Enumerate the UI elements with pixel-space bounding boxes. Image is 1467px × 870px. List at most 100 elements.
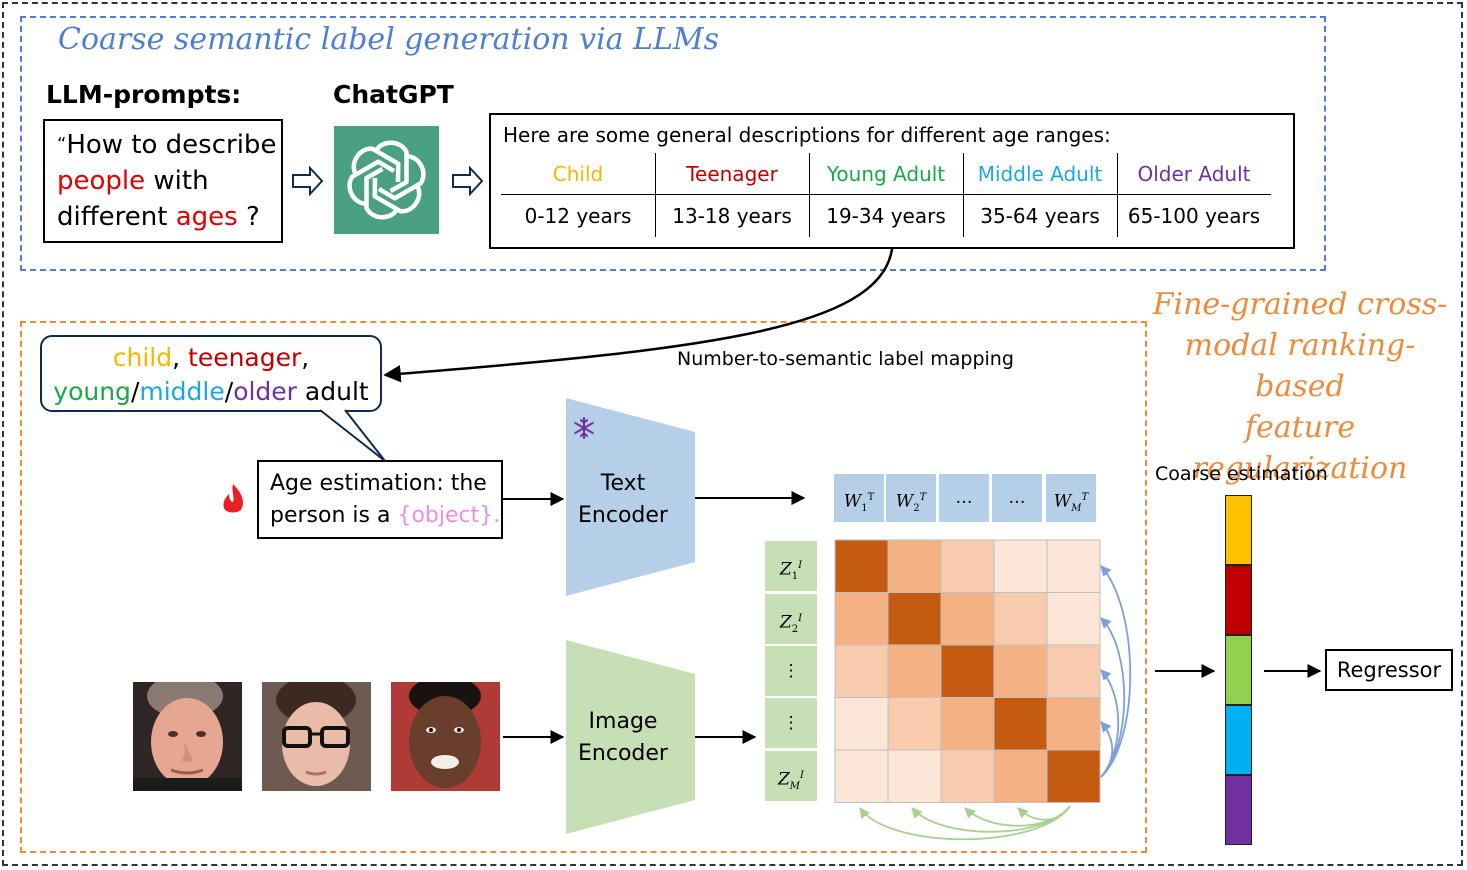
age-range-label: Teenager <box>686 162 778 186</box>
ranking-section-title: Fine-grained cross- modal ranking-based … <box>1150 284 1450 489</box>
age-range-label: Older Adult <box>1137 162 1251 186</box>
text-embedding-wm: WMT <box>1046 474 1096 522</box>
ranking-title-line2: modal ranking-based <box>1184 328 1416 404</box>
boy-face <box>391 682 500 791</box>
ranking-section-frame <box>20 321 1147 853</box>
row-ranking-arrows <box>1100 565 1132 778</box>
age-range-years: 0-12 years <box>524 204 632 228</box>
coarse-bar-segment <box>1225 495 1252 565</box>
table-column-divider <box>963 153 964 237</box>
matrix-cell <box>834 539 889 593</box>
image-encoder-label: Image Encoder <box>558 706 688 770</box>
matrix-cell <box>887 697 942 751</box>
llm-section-title: Coarse semantic label generation via LLM… <box>58 22 720 57</box>
hollow-arrow-2 <box>452 165 484 197</box>
matrix-cell <box>834 749 889 803</box>
bubble-tail <box>319 409 386 462</box>
template-text: person is a <box>270 503 398 528</box>
table-column-divider <box>809 153 810 237</box>
prompt-line-1: “How to describe <box>57 127 281 163</box>
prompt-word-with: with <box>145 166 209 196</box>
matrix-cell <box>940 592 995 646</box>
image-encoder-line2: Encoder <box>578 741 668 766</box>
text-encoder-line2: Encoder <box>578 503 668 528</box>
hollow-arrow-1 <box>292 165 324 197</box>
matrix-cell <box>993 592 1048 646</box>
matrix-cell <box>993 749 1048 803</box>
template-placeholder: {object}. <box>397 503 501 528</box>
bubble-line-2: young/middle/older adult <box>42 375 380 409</box>
age-description-heading: Here are some general descriptions for d… <box>503 123 1111 147</box>
prompt-line-3: different ages ? <box>57 199 281 235</box>
matrix-cell <box>887 592 942 646</box>
age-range-years: 19-34 years <box>826 204 946 228</box>
matrix-cell <box>1046 749 1101 803</box>
openai-logo-icon <box>334 126 439 234</box>
coarse-bar-segment <box>1225 565 1252 635</box>
table-column-divider <box>1117 153 1118 237</box>
table-column-divider <box>655 153 656 237</box>
age-range-label: Middle Adult <box>977 162 1103 186</box>
prompt-word-ages: ages <box>175 202 238 232</box>
snowflake-icon <box>574 417 594 439</box>
label-older: older <box>233 377 297 406</box>
age-range-years: 13-18 years <box>672 204 792 228</box>
bubble-line-1: child, teenager, <box>42 341 380 375</box>
matrix-cell <box>993 539 1048 593</box>
age-range-years: 35-64 years <box>980 204 1100 228</box>
matrix-cell <box>993 697 1048 751</box>
regressor-box: Regressor <box>1325 649 1453 691</box>
mapping-label: Number-to-semantic label mapping <box>677 348 1014 370</box>
label-sep-1: , <box>172 343 189 372</box>
image-encoder-shape <box>566 640 695 834</box>
text-encoder-label: Text Encoder <box>558 468 688 532</box>
prompt-line-2: people with <box>57 163 281 199</box>
matrix-cell <box>834 697 889 751</box>
matrix-cell <box>834 644 889 698</box>
age-description-box: Here are some general descriptions for d… <box>489 113 1295 249</box>
ranking-title-line1: Fine-grained cross- <box>1152 287 1448 322</box>
matrix-cell <box>1046 539 1101 593</box>
template-line-2: person is a {object}. <box>270 500 501 532</box>
label-teenager: teenager <box>188 343 302 372</box>
label-middle: middle <box>139 377 225 406</box>
age-range-label: Child <box>552 162 604 186</box>
llm-prompts-label: LLM-prompts: <box>46 80 242 109</box>
text-embedding-ellipsis-2: … <box>992 474 1042 522</box>
label-child: child <box>112 343 173 372</box>
prompt-template-box: Age estimation: the person is a {object}… <box>257 460 503 539</box>
image-embedding-z1: Z1I <box>765 541 817 591</box>
chatgpt-label: ChatGPT <box>333 80 454 109</box>
elderly-man-face <box>133 682 242 791</box>
matrix-cell <box>887 749 942 803</box>
text-embedding-w1: W1T <box>834 474 884 522</box>
matrix-cell <box>940 749 995 803</box>
prompt-word-people: people <box>57 166 146 196</box>
label-slash-1: / <box>130 377 140 406</box>
coarse-bar-segment <box>1225 635 1252 705</box>
matrix-cell <box>887 539 942 593</box>
text-encoder-shape <box>566 398 695 596</box>
matrix-cell <box>993 644 1048 698</box>
similarity-matrix <box>834 539 1101 803</box>
semantic-labels-bubble: child, teenager, young/middle/older adul… <box>40 335 382 412</box>
column-ranking-arrows <box>859 805 1071 841</box>
image-embedding-zm: ZMI <box>765 751 817 801</box>
prompt-box: “How to describe people with different a… <box>43 119 283 243</box>
image-embedding-z2: Z2I <box>765 594 817 644</box>
coarse-estimation-label: Coarse estimation <box>1155 463 1328 485</box>
matrix-cell <box>1046 697 1101 751</box>
coarse-bar-segment <box>1225 775 1252 845</box>
prompt-text-3b: ? <box>237 202 260 232</box>
table-header-divider <box>501 194 1271 195</box>
label-young: young <box>53 377 131 406</box>
matrix-cell <box>940 697 995 751</box>
text-embedding-w2: W2T <box>886 474 936 522</box>
matrix-cell <box>940 539 995 593</box>
text-encoder-line1: Text <box>600 471 646 496</box>
ranking-title-line3: feature regularization <box>1192 410 1408 486</box>
label-adult: adult <box>296 377 369 406</box>
matrix-cell <box>887 644 942 698</box>
label-slash-2: / <box>224 377 234 406</box>
